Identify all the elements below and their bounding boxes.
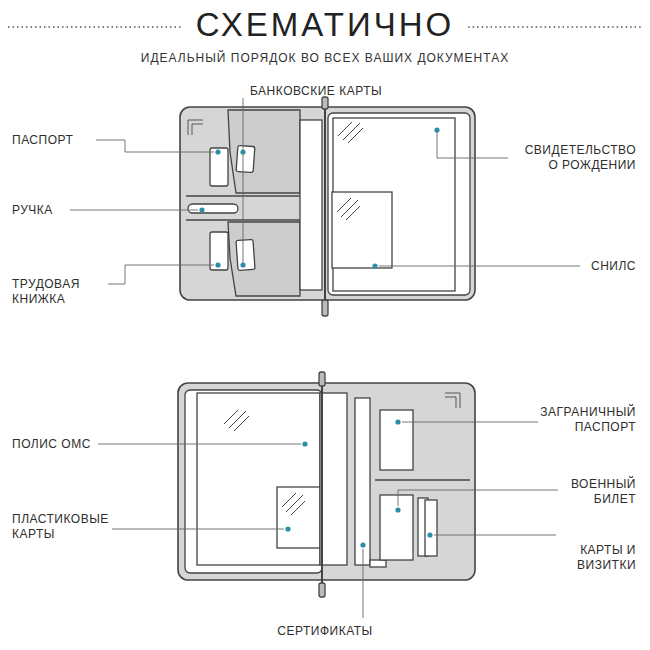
- callout-label: ПАСПОРТ: [12, 133, 73, 148]
- open-folder-front: [180, 97, 475, 316]
- leader-lines: [70, 98, 580, 618]
- callout-label: РУЧКА: [12, 203, 53, 218]
- dotted-rule: [8, 26, 182, 27]
- callout-label: ПЛАСТИКОВЫЕ КАРТЫ: [12, 512, 109, 542]
- callout-dots: [199, 127, 439, 547]
- callout-label: СЕРТИФИКАТЫ: [277, 624, 372, 639]
- callout-label: ТРУДОВАЯ КНИЖКА: [12, 277, 80, 307]
- callout-label: ВОЕННЫЙ БИЛЕТ: [571, 477, 636, 507]
- callout-label: БАНКОВСКИЕ КАРТЫ: [250, 84, 382, 99]
- subtitle: ИДЕАЛЬНЫЙ ПОРЯДОК ВО ВСЕХ ВАШИХ ДОКУМЕНТ…: [141, 51, 509, 65]
- callout-label: СВИДЕТЕЛЬСТВО О РОЖДЕНИИ: [525, 143, 636, 173]
- open-folder-back: [178, 372, 475, 597]
- callout-label: КАРТЫ И ВИЗИТКИ: [577, 543, 636, 573]
- callout-label: ПОЛИС ОМС: [12, 437, 91, 452]
- page-title: СХЕМАТИЧНО: [196, 6, 454, 44]
- callout-label: ЗАГРАНИЧНЫЙ ПАСПОРТ: [540, 405, 636, 435]
- callout-label: СНИЛС: [591, 259, 636, 274]
- dotted-rule: [468, 26, 642, 27]
